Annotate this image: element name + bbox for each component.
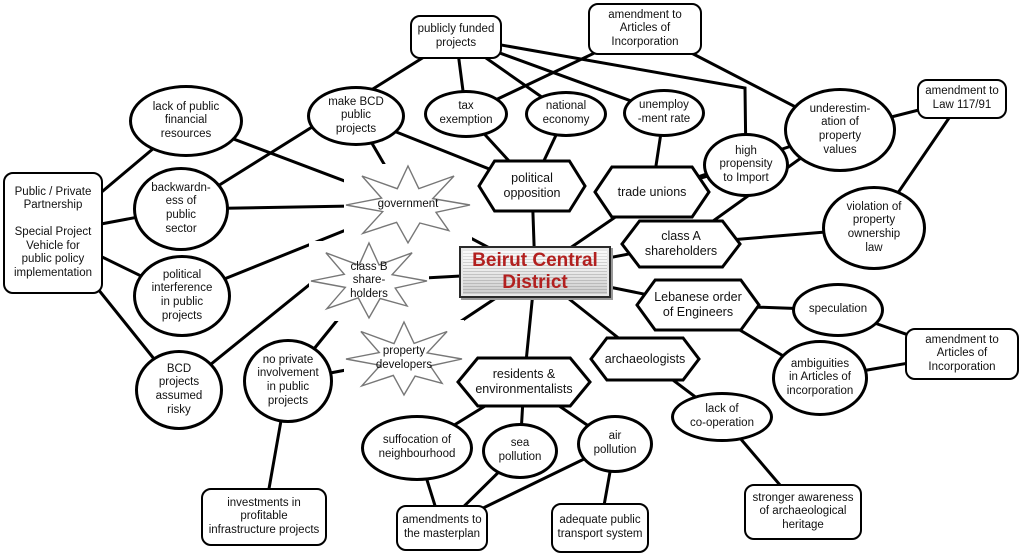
hex-shape [589, 336, 701, 382]
node-lack_resources[interactable]: lack of public financial resources [129, 85, 243, 157]
node-trade_unions[interactable]: trade unions [593, 165, 711, 219]
node-class_b[interactable]: class B share- holders [309, 241, 429, 321]
node-label: high propensity to Import [719, 144, 773, 184]
node-label: class B share- holders [350, 260, 388, 300]
node-label: lack of public financial resources [152, 100, 220, 140]
star-shape [345, 320, 463, 397]
node-prop_dev[interactable]: property developers [344, 320, 464, 398]
node-label: unemploy -ment rate [637, 99, 691, 125]
node-residents[interactable]: residents & environmentalists [456, 356, 592, 408]
node-label: national economy [542, 100, 590, 126]
node-speculation[interactable]: speculation [792, 283, 884, 337]
node-unemployment[interactable]: unemploy -ment rate [623, 89, 705, 137]
node-label: underestim- ation of property values [809, 102, 871, 156]
node-label: backwardn- ess of public sector [151, 181, 211, 235]
node-ppp[interactable]: Public / Private Partnership Special Pro… [3, 172, 103, 294]
node-archaeologists[interactable]: archaeologists [589, 336, 701, 382]
node-no_private[interactable]: no private involvement in public project… [243, 339, 333, 423]
node-label: no private involvement in public project… [257, 353, 319, 407]
node-label: air pollution [593, 430, 637, 456]
node-label: investments in profitable infrastructure… [208, 496, 320, 536]
node-stronger[interactable]: stronger awareness of archaeological her… [744, 484, 862, 540]
node-interference[interactable]: political interference in public project… [133, 255, 231, 337]
node-label: ambiguities in Articles of incorporation [786, 357, 854, 397]
node-label: Beirut Central District [472, 249, 598, 293]
node-underestimation[interactable]: underestim- ation of property values [784, 88, 896, 172]
node-suffocation[interactable]: suffocation of neighbourhood [361, 415, 473, 481]
node-air[interactable]: air pollution [577, 415, 653, 473]
node-label: sea pollution [498, 437, 542, 463]
node-amend_aoi_br[interactable]: amendment to Articles of Incorporation [905, 328, 1019, 380]
node-label: BCD projects assumed risky [155, 362, 203, 416]
hex-shape [620, 219, 742, 269]
node-label: amendment to Articles of Incorporation [925, 333, 999, 373]
node-government[interactable]: government [344, 164, 472, 246]
node-investments[interactable]: investments in profitable infrastructure… [201, 488, 327, 546]
node-make_bcd[interactable]: make BCD public projects [307, 86, 405, 146]
node-high_propensity[interactable]: high propensity to Import [703, 133, 789, 197]
node-economy[interactable]: national economy [525, 91, 607, 137]
node-label: political interference in public project… [151, 268, 213, 322]
node-ambiguities[interactable]: ambiguities in Articles of incorporation [772, 340, 868, 416]
node-pubfund[interactable]: publicly funded projects [410, 15, 502, 59]
node-class_a[interactable]: class A shareholders [620, 219, 742, 269]
node-sea[interactable]: sea pollution [482, 423, 558, 479]
node-label: class A shareholders [644, 229, 718, 258]
node-label: amendment to Law 117/91 [925, 85, 999, 111]
node-label: tax exemption [439, 100, 493, 126]
node-label: archaeologists [604, 351, 686, 366]
node-backwardness[interactable]: backwardn- ess of public sector [133, 167, 229, 251]
node-label: property developers [375, 345, 433, 371]
hex-shape [477, 159, 587, 213]
node-label: Lebanese order of Engineers [654, 290, 742, 319]
node-label: trade unions [617, 184, 687, 199]
node-amend_aoi_top[interactable]: amendment to Articles of Incorporation [588, 3, 702, 55]
star-shape [310, 241, 428, 320]
node-masterplan[interactable]: amendments to the masterplan [396, 505, 488, 551]
node-label: stronger awareness of archaeological her… [752, 491, 854, 531]
node-label: amendment to Articles of Incorporation [608, 8, 682, 48]
node-label: lack of co-operation [690, 403, 754, 429]
node-leb_order[interactable]: Lebanese order of Engineers [635, 278, 761, 332]
node-lack_coop[interactable]: lack of co-operation [671, 392, 773, 442]
hex-shape [635, 278, 761, 332]
node-pol_opposition[interactable]: political opposition [477, 159, 587, 213]
node-label: make BCD public projects [328, 95, 384, 135]
node-label: speculation [808, 303, 868, 316]
node-tax[interactable]: tax exemption [424, 90, 508, 138]
node-violation[interactable]: violation of property ownership law [822, 186, 926, 270]
hex-shape [593, 165, 711, 219]
node-label: political opposition [503, 171, 561, 200]
hex-shape [456, 356, 592, 408]
node-label: publicly funded projects [417, 23, 495, 49]
star-shape [345, 164, 471, 245]
node-bcd_risky[interactable]: BCD projects assumed risky [135, 350, 223, 430]
node-bcd[interactable]: Beirut Central District [459, 246, 611, 298]
node-label: suffocation of neighbourhood [378, 434, 456, 460]
node-amend_law[interactable]: amendment to Law 117/91 [917, 79, 1007, 119]
node-label: government [377, 198, 439, 211]
node-label: Public / Private Partnership Special Pro… [14, 185, 92, 279]
node-label: violation of property ownership law [846, 200, 902, 254]
node-label: residents & environmentalists [475, 367, 573, 396]
node-transport[interactable]: adequate public transport system [551, 503, 649, 553]
node-label: adequate public transport system [557, 514, 643, 540]
node-label: amendments to the masterplan [402, 514, 482, 540]
